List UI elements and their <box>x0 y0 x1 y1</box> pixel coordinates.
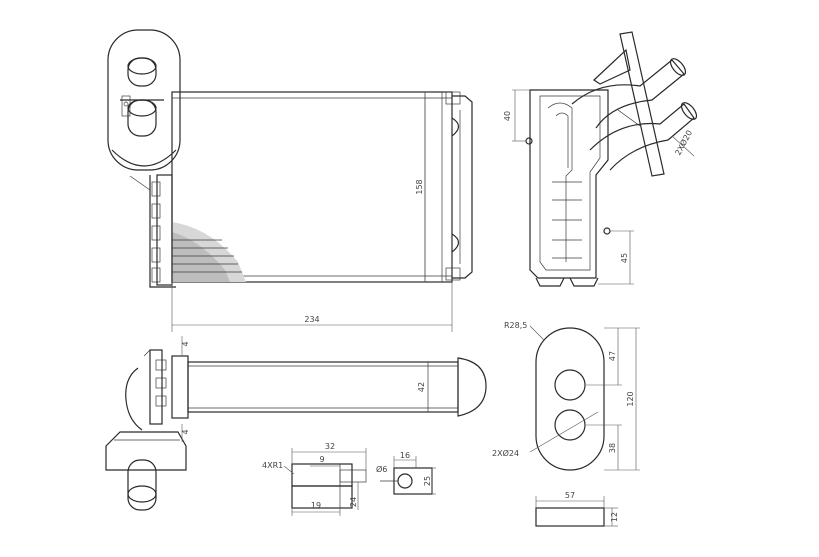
dimension-bracket-holes: 4XR1 <box>262 461 283 470</box>
front-view: 158 234 <box>107 29 473 332</box>
dimension-core-height: 158 <box>415 179 424 194</box>
dimension-side-bottom: 45 <box>620 253 629 263</box>
dimension-flange-radius: R28,5 <box>504 321 527 330</box>
dimension-flange-upper: 47 <box>608 351 617 361</box>
dimension-bottom-small-top: 4 <box>181 341 190 346</box>
dimension-bottom-depth: 42 <box>417 382 426 392</box>
dimension-bracket-inner: 9 <box>319 455 324 464</box>
side-view: 40 45 2XØ20 <box>503 31 698 287</box>
dimension-bracket-lower: 19 <box>311 501 321 510</box>
gasket-detail: 57 12 <box>535 491 619 527</box>
dimension-pipe-diameter: 2XØ20 <box>673 128 695 157</box>
dimension-pin-height: 25 <box>423 476 432 486</box>
pin-detail: Ø6 16 25 <box>376 451 436 495</box>
dimension-gasket-thickness: 12 <box>610 512 619 522</box>
dimension-bracket-length: 32 <box>325 442 335 451</box>
dimension-side-top: 40 <box>503 111 512 121</box>
dimension-bracket-height: 24 <box>349 497 358 507</box>
dimension-gasket-length: 57 <box>565 491 575 500</box>
bracket-detail: 32 4XR1 9 19 24 <box>262 442 367 516</box>
dimension-flange-total: 120 <box>626 391 635 406</box>
dimension-bottom-small-bottom: 4 <box>181 429 190 434</box>
dimension-pin-width: 16 <box>400 451 410 460</box>
bottom-view: 4 4 42 <box>105 336 487 511</box>
dimension-flange-lower: 38 <box>608 443 617 453</box>
dimension-pin-diameter: Ø6 <box>376 464 387 474</box>
flange-view: R28,5 47 38 120 2XØ24 <box>492 321 640 471</box>
dimension-flange-holes: 2XØ24 <box>492 448 519 458</box>
dimension-core-width: 234 <box>304 315 319 324</box>
